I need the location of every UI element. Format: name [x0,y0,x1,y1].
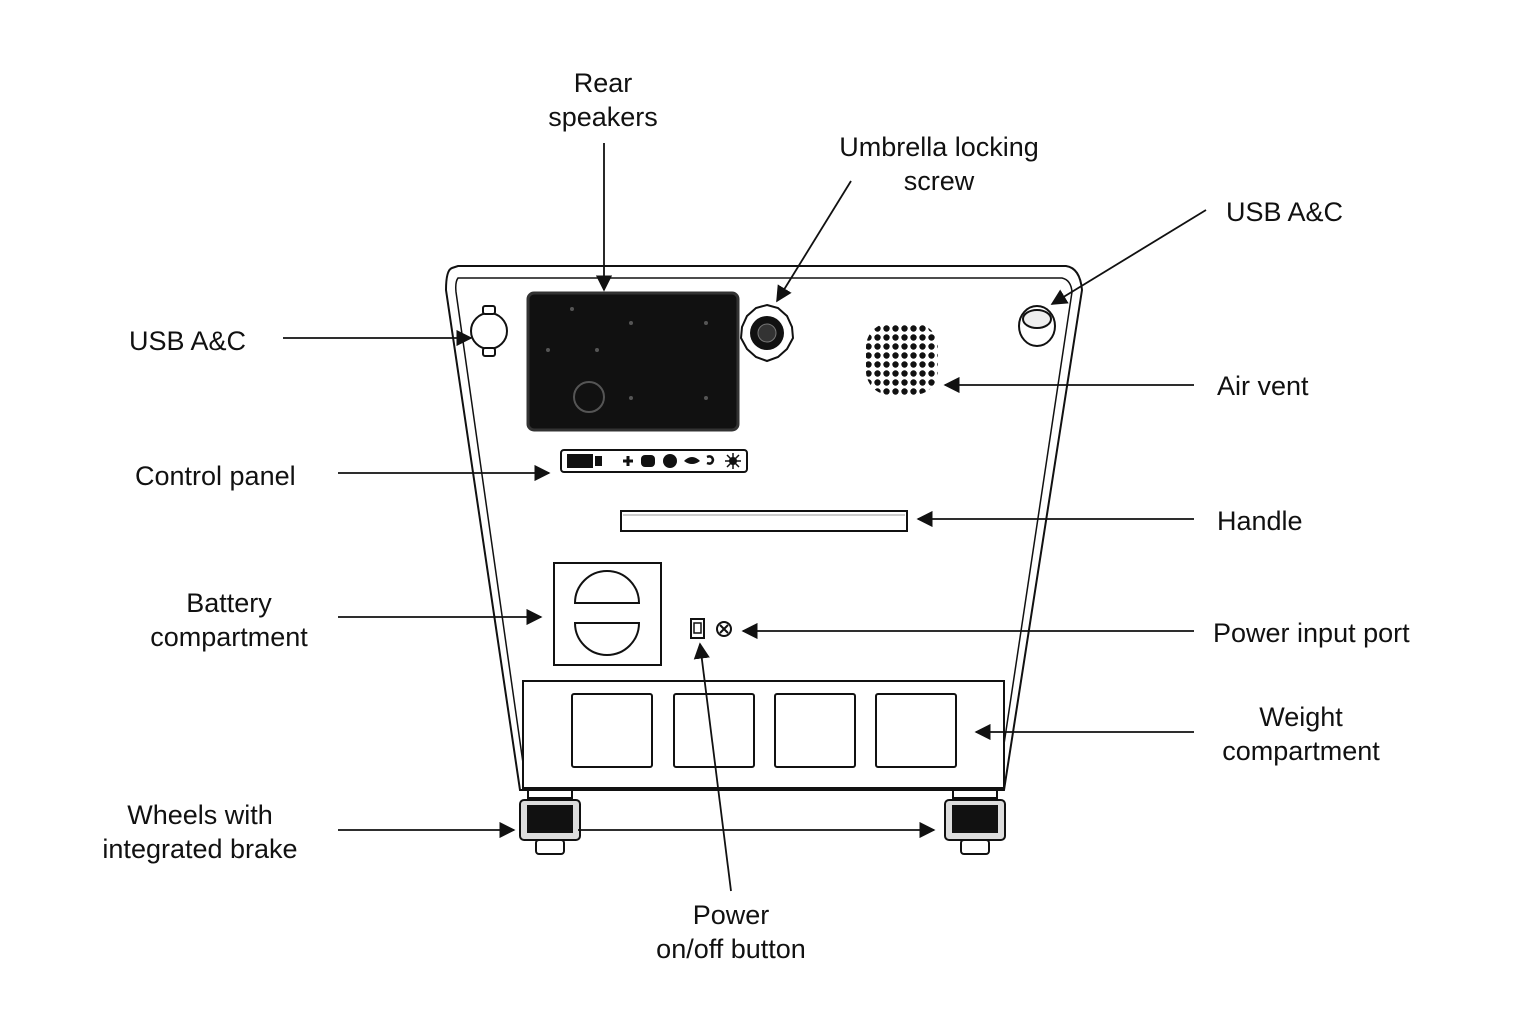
arrow-usb-right [1050,209,1207,305]
arrow-power-button [693,642,732,892]
wheel-right [944,789,1006,855]
rear-speaker-panel [526,291,740,432]
umbrella-locking-screw [739,303,795,363]
power-input-port [716,621,732,637]
label-usb-right: USB A&C [1226,197,1344,227]
wheel-left [519,789,581,855]
power-switch [690,618,705,639]
handle [620,510,908,532]
battery-compartment [553,562,662,666]
label-control-panel: Control panel [135,461,296,491]
weight-compartment [522,680,1005,789]
label-air-vent: Air vent [1217,371,1309,401]
arrow-umbrella-screw [776,180,852,303]
control-panel [560,449,748,473]
label-power-input: Power input port [1213,618,1410,648]
usb-port-left [470,305,508,357]
label-handle: Handle [1217,506,1303,536]
label-usb-left: USB A&C [129,326,247,356]
usb-port-right [1018,305,1056,347]
air-vent [866,323,938,395]
